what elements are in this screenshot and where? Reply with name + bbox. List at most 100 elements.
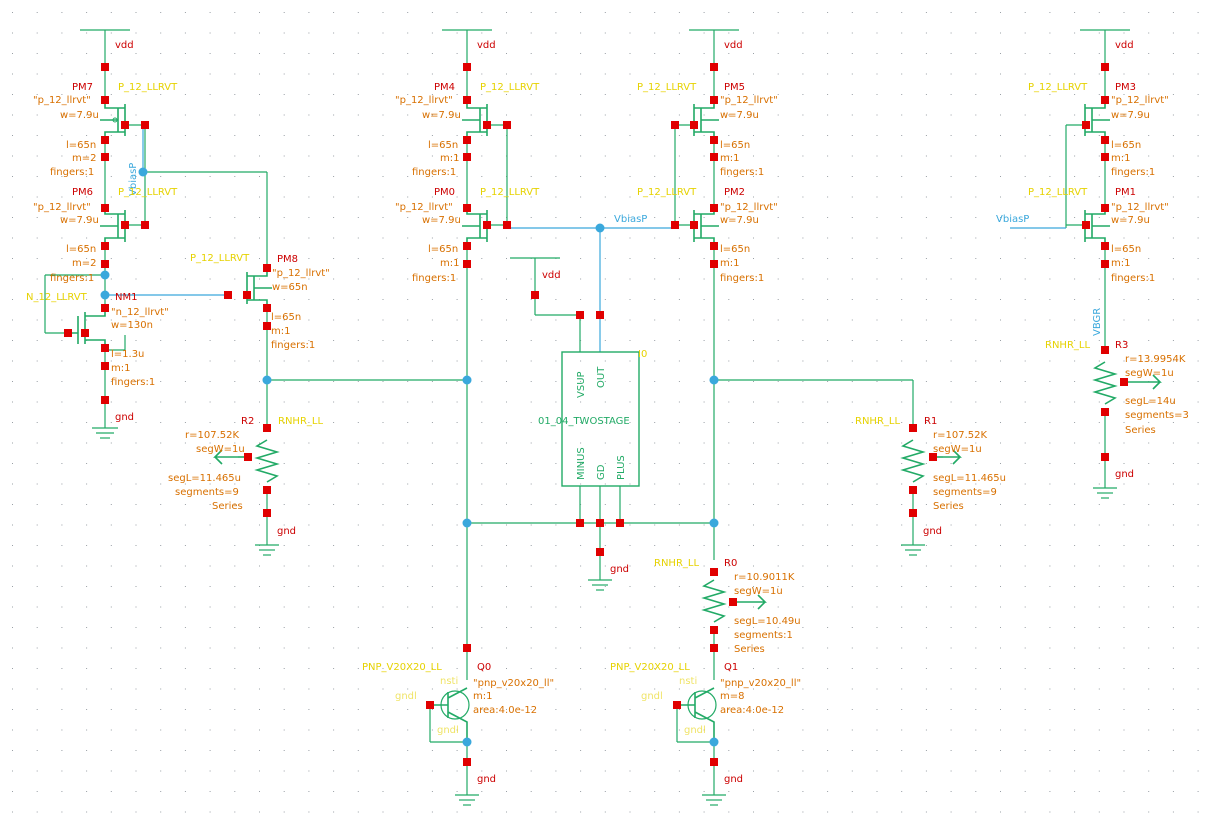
r3-name: R3 bbox=[1115, 340, 1128, 351]
vdd-label-d: vdd bbox=[1115, 40, 1134, 51]
pm0-name: PM0 bbox=[434, 187, 455, 198]
wires bbox=[44, 29, 1130, 806]
pm3-name: PM3 bbox=[1115, 82, 1136, 93]
pin-marker bbox=[690, 221, 698, 229]
nm1-w: w=130n bbox=[111, 320, 153, 331]
pin-marker bbox=[463, 136, 471, 144]
pm8-name: PM8 bbox=[277, 254, 298, 265]
pmos-pm7-symbol bbox=[100, 100, 126, 140]
pin-marker bbox=[1101, 408, 1109, 416]
pin-marker bbox=[729, 598, 737, 606]
gnd-label-q1: gnd bbox=[724, 774, 743, 785]
r1-segw: segW=1u bbox=[933, 444, 982, 455]
pm6-fingers: fingers:1 bbox=[50, 273, 94, 284]
bjt-q1-symbol bbox=[677, 687, 717, 742]
pm7-model: P_12_LLRVT bbox=[118, 82, 178, 93]
pin-marker bbox=[1101, 204, 1109, 212]
pin-marker bbox=[141, 221, 149, 229]
pin-marker bbox=[263, 264, 271, 272]
pin-marker bbox=[690, 121, 698, 129]
pin-marker bbox=[463, 63, 471, 71]
pin-marker bbox=[710, 758, 718, 766]
r1-name: R1 bbox=[924, 416, 937, 427]
nm1-name: NM1 bbox=[115, 292, 137, 303]
r2-value: r=107.52K bbox=[185, 430, 239, 441]
pin-marker bbox=[596, 311, 604, 319]
pin-marker bbox=[710, 153, 718, 161]
pm2-l: l=65n bbox=[720, 244, 750, 255]
pin-marker bbox=[101, 396, 109, 404]
pm5-cell: "p_12_llrvt" bbox=[720, 95, 778, 106]
r1-segments: segments=9 bbox=[933, 487, 997, 498]
pin-marker bbox=[1101, 242, 1109, 250]
pin-marker bbox=[1101, 346, 1109, 354]
pin-marker bbox=[710, 568, 718, 576]
opamp-pin-minus: MINUS bbox=[576, 447, 587, 480]
pm5-w: w=7.9u bbox=[720, 110, 759, 121]
pin-marker bbox=[483, 121, 491, 129]
pin-marker bbox=[101, 304, 109, 312]
pmos-pm4-symbol bbox=[462, 100, 488, 140]
pm3-fingers: fingers:1 bbox=[1111, 167, 1155, 178]
r0-segw: segW=1u bbox=[734, 586, 783, 597]
pm0-fingers: fingers:1 bbox=[412, 273, 456, 284]
vdd-label-a: vdd bbox=[115, 40, 134, 51]
pm8-w: w=65n bbox=[272, 282, 308, 293]
pm7-w: w=7.9u bbox=[60, 110, 99, 121]
pin-marker bbox=[101, 344, 109, 352]
r0-segments: segments:1 bbox=[734, 630, 793, 641]
pin-marker bbox=[121, 121, 129, 129]
pm6-model: P_12_LLRVT bbox=[118, 187, 178, 198]
q0-cell: "pnp_v20x20_ll" bbox=[473, 678, 554, 689]
opamp-pin-vsup: VSUP bbox=[576, 371, 587, 398]
pin-marker bbox=[576, 311, 584, 319]
q1-gndl-2: gndl bbox=[684, 725, 706, 736]
grid-dots bbox=[12, 12, 1199, 813]
vbiasp-net-label-right: VbiasP bbox=[996, 214, 1029, 225]
r1-model: RNHR_LL bbox=[855, 416, 900, 427]
q0-m: m:1 bbox=[473, 691, 492, 702]
gnd-label-opamp: gnd bbox=[610, 564, 629, 575]
opamp-pin-gd: GD bbox=[596, 464, 607, 480]
r3-segments: segments=3 bbox=[1125, 410, 1189, 421]
junction-dots bbox=[100, 167, 719, 747]
gnd-label-nm1: gnd bbox=[115, 412, 134, 423]
pm5-name: PM5 bbox=[724, 82, 745, 93]
pm5-fingers: fingers:1 bbox=[720, 167, 764, 178]
q1-area: area:4.0e-12 bbox=[720, 705, 784, 716]
pin-marker bbox=[710, 644, 718, 652]
pin-marker bbox=[263, 304, 271, 312]
pm1-m: m:1 bbox=[1111, 258, 1130, 269]
pin-marker bbox=[710, 260, 718, 268]
pm6-cell: "p_12_llrvt" bbox=[33, 202, 91, 213]
pm4-cell: "p_12_llrvt" bbox=[395, 95, 453, 106]
pin-marker bbox=[263, 424, 271, 432]
q1-model: PNP_V20X20_LL bbox=[610, 662, 690, 673]
r2-segw: segW=1u bbox=[196, 444, 245, 455]
r1-segl: segL=11.465u bbox=[933, 473, 1006, 484]
pm0-l: l=65n bbox=[428, 244, 458, 255]
pin-marker bbox=[463, 153, 471, 161]
q0-area: area:4.0e-12 bbox=[473, 705, 537, 716]
pm4-m: m:1 bbox=[440, 153, 459, 164]
pm8-cell: "p_12_llrvt" bbox=[272, 268, 330, 279]
pin-marker bbox=[596, 548, 604, 556]
pin-marker bbox=[1101, 63, 1109, 71]
opamp-box bbox=[561, 351, 640, 487]
r0-series: Series bbox=[734, 644, 765, 655]
pin-marker bbox=[101, 362, 109, 370]
pm2-cell: "p_12_llrvt" bbox=[720, 202, 778, 213]
r3-series: Series bbox=[1125, 425, 1156, 436]
pin-marker bbox=[263, 486, 271, 494]
r2-name: R2 bbox=[241, 416, 254, 427]
pin-marker bbox=[426, 701, 434, 709]
pin-marker bbox=[263, 509, 271, 517]
pin-marker bbox=[101, 204, 109, 212]
pin-marker bbox=[1101, 96, 1109, 104]
bjt-q0-symbol bbox=[430, 687, 470, 742]
pm1-cell: "p_12_llrvt" bbox=[1111, 202, 1169, 213]
pin-marker bbox=[101, 260, 109, 268]
q0-term: nsti bbox=[440, 676, 458, 687]
pin-marker bbox=[483, 221, 491, 229]
